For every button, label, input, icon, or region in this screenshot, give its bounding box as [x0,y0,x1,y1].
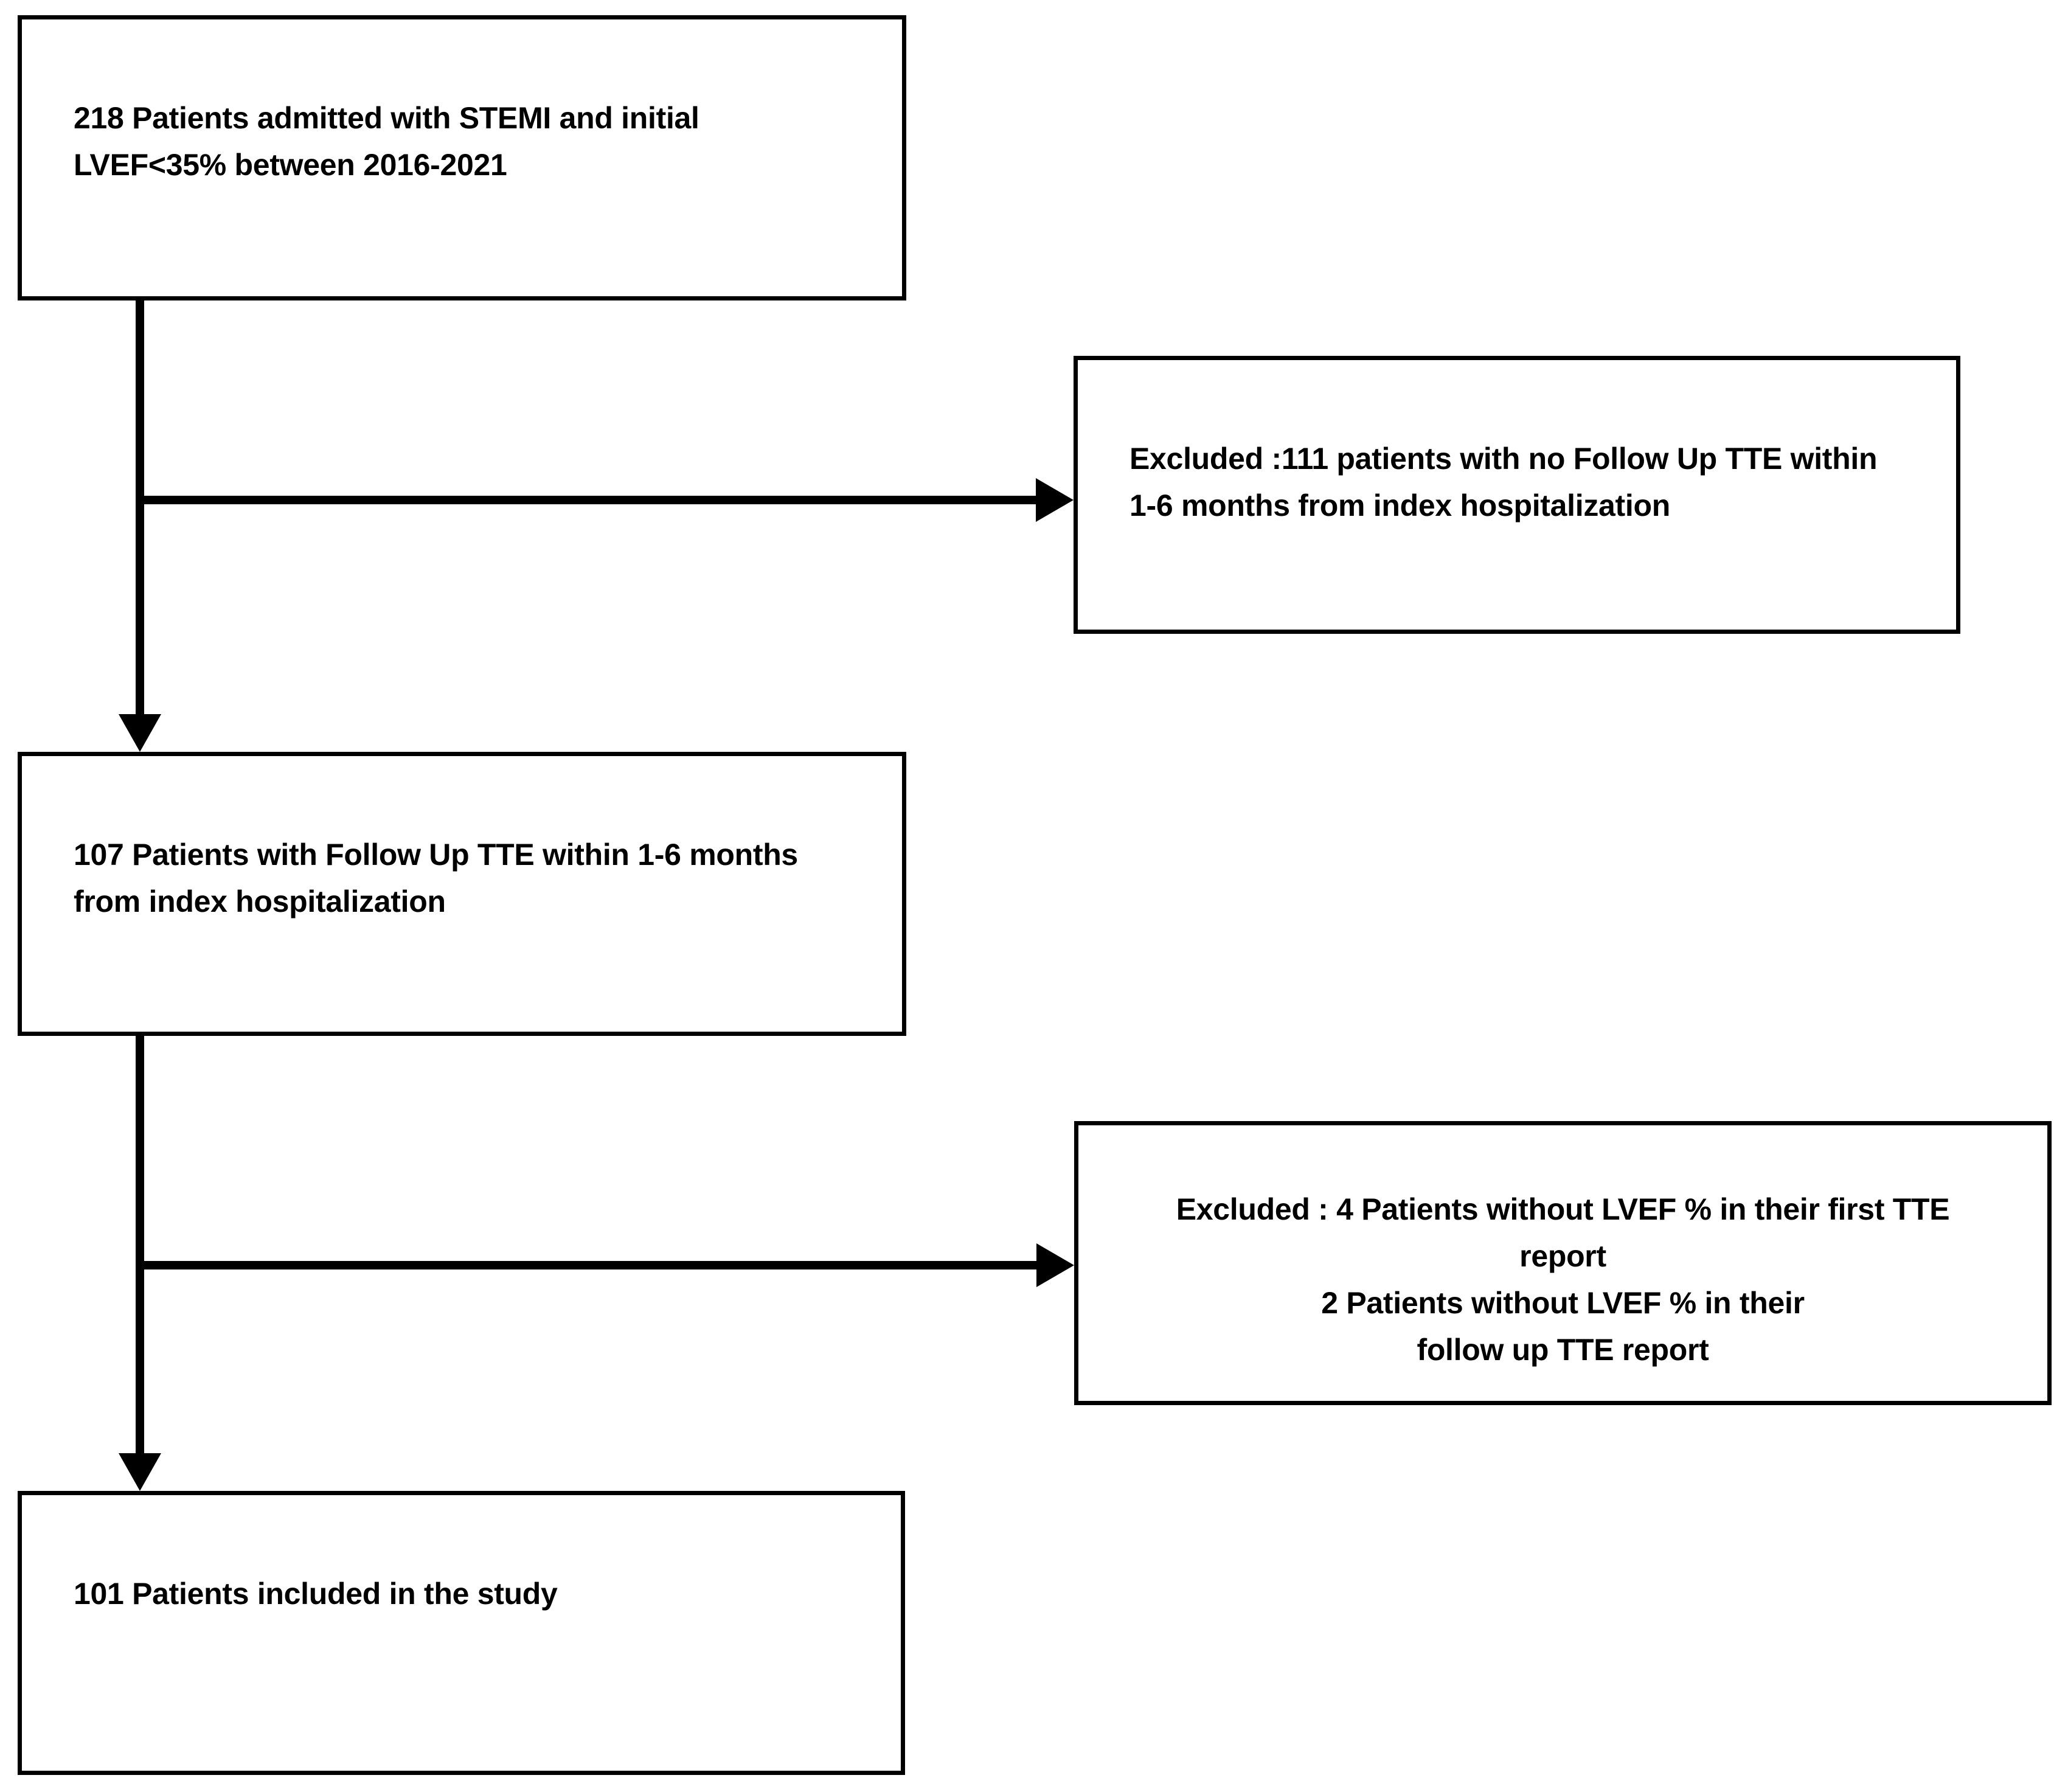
box-text-line: LVEF<35% between 2016-2021 [74,148,507,182]
box-text-line: Excluded : 4 Patients without LVEF % in … [1176,1192,1950,1226]
arrow-initial-to-followup-shaft [136,299,144,717]
box-text-line: 107 Patients with Follow Up TTE within 1… [74,838,798,872]
box-text-line: 1-6 months from index hospitalization [1129,488,1670,523]
flow-box-initial-population: 218 Patients admitted with STEMI and ini… [18,15,906,300]
arrow-branch-to-excluded2-shaft [140,1261,1038,1269]
box-text-line: 101 Patients included in the study [74,1577,558,1611]
box-text-line: follow up TTE report [1417,1333,1709,1367]
box-text-line: report [1519,1239,1606,1273]
box-text-line: 2 Patients without LVEF % in their [1321,1286,1805,1320]
box-text-line: from index hospitalization [74,884,446,919]
flow-box-followup-tte: 107 Patients with Follow Up TTE within 1… [18,752,906,1036]
box-text-line: Excluded :111 patients with no Follow Up… [1129,442,1878,476]
flow-box-included-in-study: 101 Patients included in the study [18,1491,905,1775]
box-text-line: 218 Patients admitted with STEMI and ini… [74,101,699,135]
flow-box-excluded-no-followup-tte: Excluded :111 patients with no Follow Up… [1074,356,1960,634]
arrow-down-icon [119,714,161,752]
arrow-branch-to-excluded1-shaft [140,496,1037,504]
arrow-down-icon [119,1453,161,1491]
arrow-right-icon [1036,1243,1074,1287]
arrow-right-icon [1036,478,1074,522]
flow-box-excluded-missing-lvef: Excluded : 4 Patients without LVEF % in … [1074,1121,2052,1405]
arrow-followup-to-included-shaft [136,1034,144,1456]
